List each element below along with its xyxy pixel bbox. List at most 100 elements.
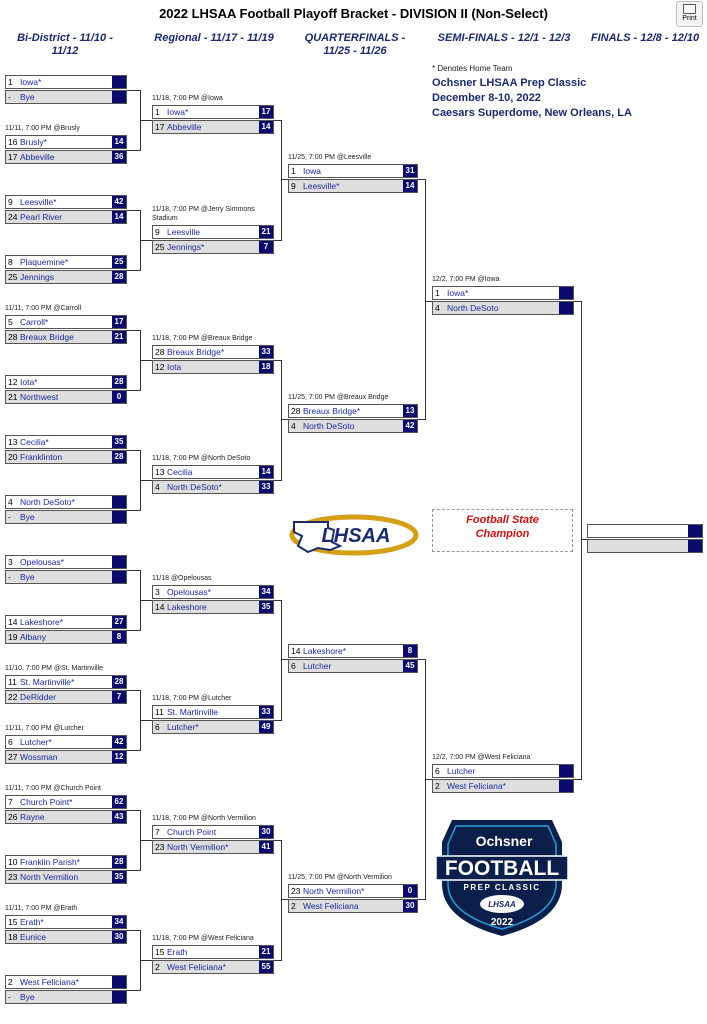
team-name[interactable]: North Vermilion* — [303, 886, 365, 896]
team-name[interactable]: Lutcher* — [167, 722, 199, 732]
team-name[interactable]: Lutcher — [303, 661, 332, 671]
team-name[interactable]: Lutcher — [447, 766, 476, 776]
team-name[interactable]: Iowa* — [20, 77, 42, 87]
team-name[interactable]: West Feliciana — [303, 901, 359, 911]
team-name[interactable]: Cecilia* — [20, 437, 49, 447]
team-name[interactable]: Abbeville — [167, 122, 202, 132]
team-name[interactable]: Bye — [20, 512, 35, 522]
print-button[interactable]: Print — [676, 1, 703, 27]
team-name[interactable]: Franklin Parish* — [20, 857, 80, 867]
team-name[interactable]: Breaux Bridge — [20, 332, 74, 342]
team-name[interactable]: Bye — [20, 572, 35, 582]
team-name[interactable]: Pearl River — [20, 212, 63, 222]
team-name[interactable]: Opelousas* — [20, 557, 64, 567]
team-name[interactable]: Rayne — [20, 812, 45, 822]
team-name[interactable]: Church Point — [167, 827, 217, 837]
team-row[interactable]: -Bye — [5, 990, 127, 1004]
team-name[interactable]: Lakeshore* — [303, 646, 347, 656]
team-name[interactable]: West Feliciana* — [167, 962, 226, 972]
team-row[interactable] — [587, 524, 703, 538]
team-name[interactable]: Leesville* — [303, 181, 340, 191]
team-name[interactable]: Jennings — [20, 272, 55, 282]
team-name[interactable]: Iowa — [303, 166, 321, 176]
team-name[interactable]: Leesville* — [20, 197, 57, 207]
team-row[interactable]: -Bye — [5, 510, 127, 524]
team-name[interactable]: Iowa* — [447, 288, 469, 298]
team-name[interactable]: Breaux Bridge* — [167, 347, 225, 357]
team-name[interactable]: Church Point* — [20, 797, 73, 807]
team-name[interactable]: Iota — [167, 362, 182, 372]
team-name[interactable]: Abbeville — [20, 152, 55, 162]
team-name[interactable]: Wossman — [20, 752, 58, 762]
team-name[interactable]: North Vermilion* — [167, 842, 229, 852]
team-name[interactable]: North DeSoto* — [20, 497, 75, 507]
team-name[interactable]: Lutcher* — [20, 737, 52, 747]
team-name[interactable]: Erath — [167, 947, 188, 957]
team-name[interactable]: Lakeshore — [167, 602, 207, 612]
team-name[interactable]: Bye — [20, 92, 35, 102]
team-name[interactable]: Erath* — [20, 917, 44, 927]
team-row[interactable]: -Bye — [5, 90, 127, 104]
team-name[interactable]: North DeSoto — [303, 421, 355, 431]
team-name[interactable]: West Feliciana* — [447, 781, 506, 791]
team-name[interactable]: North DeSoto — [447, 303, 499, 313]
team-name[interactable]: Carroll* — [20, 317, 49, 327]
team-name[interactable]: St. Martinville — [167, 707, 219, 717]
team-row[interactable] — [587, 539, 703, 553]
team-name[interactable]: Jennings* — [167, 242, 205, 252]
team-name[interactable]: Iota* — [20, 377, 38, 387]
team-name[interactable]: Iowa* — [167, 107, 189, 117]
team-name[interactable]: Brusly* — [20, 137, 47, 147]
team-name[interactable]: Opelousas* — [167, 587, 211, 597]
team-name[interactable]: DeRidder — [20, 692, 56, 702]
